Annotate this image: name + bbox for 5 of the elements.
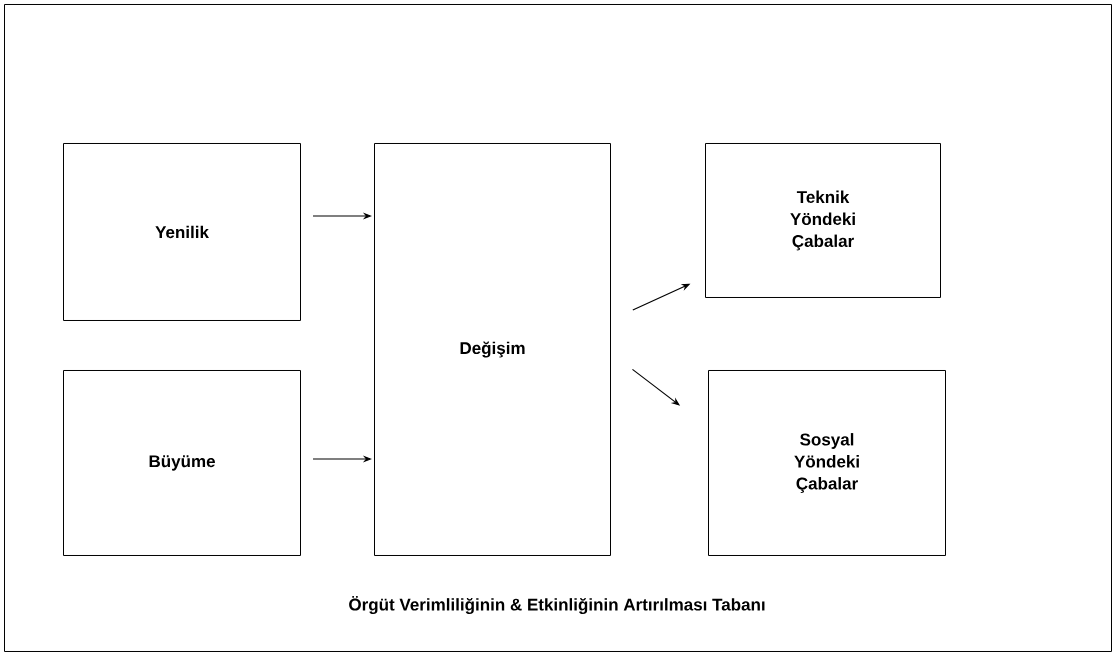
process-box: Değişim <box>374 143 611 556</box>
process-box: Büyüme <box>63 370 301 556</box>
process-box: Yenilik <box>63 143 301 321</box>
process-box: Sosyal Yöndeki Çabalar <box>708 370 946 556</box>
process-box: Teknik Yöndeki Çabalar <box>705 143 941 298</box>
